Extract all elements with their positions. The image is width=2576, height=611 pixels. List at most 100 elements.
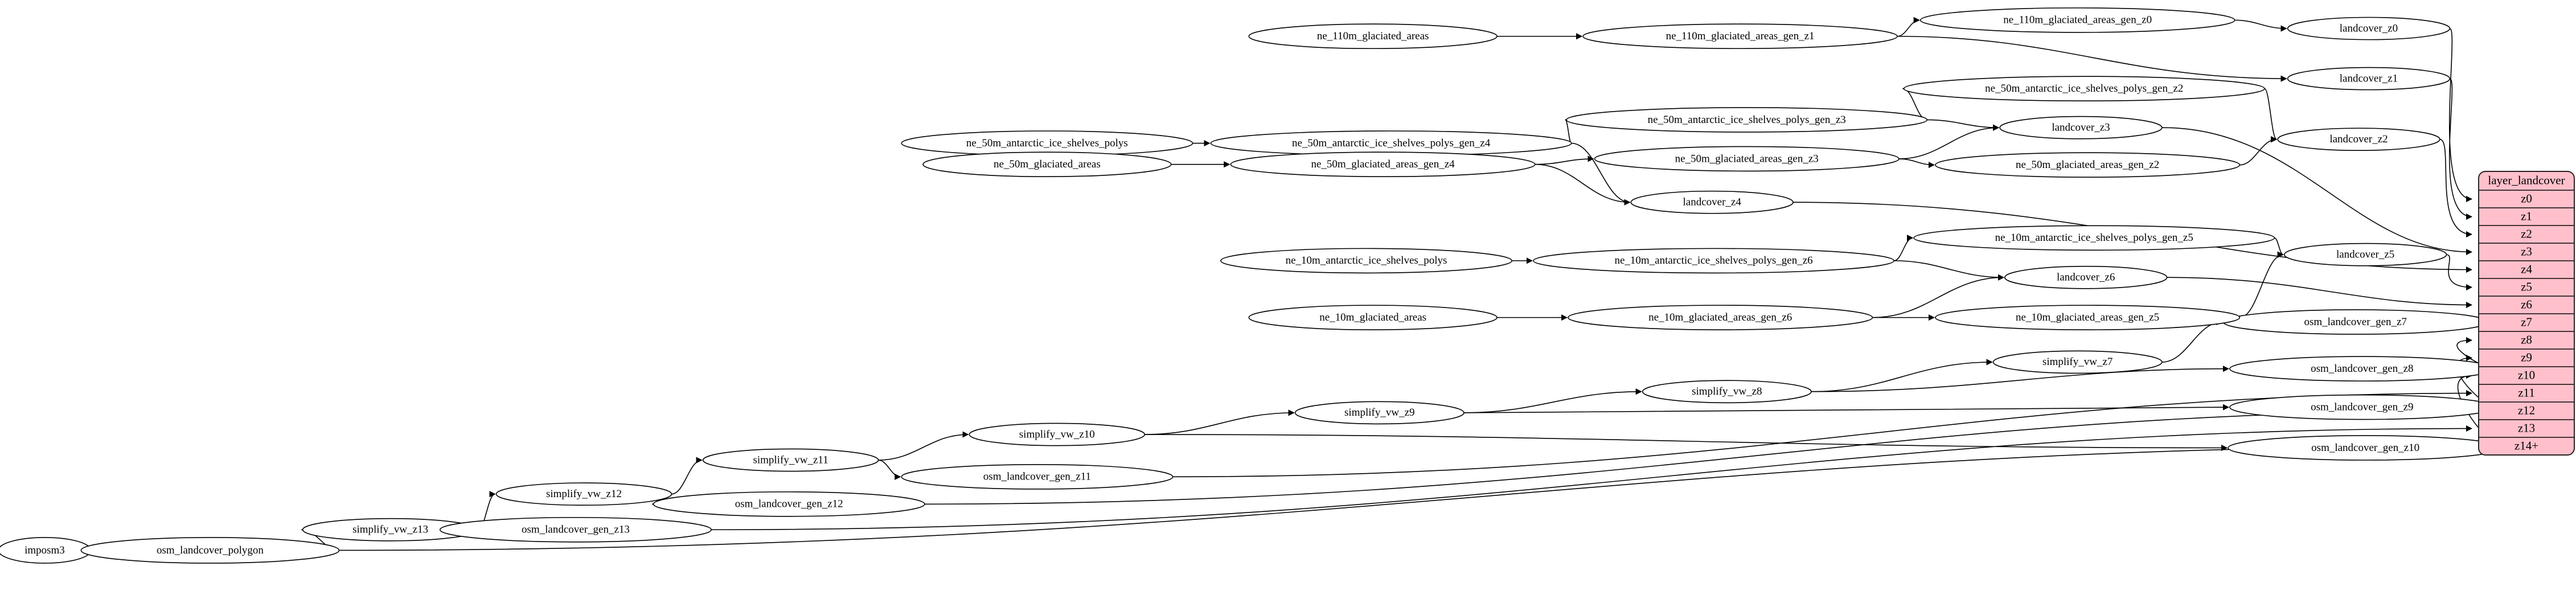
node-osm_landcover_gen_z9[interactable]: osm_landcover_gen_z9 bbox=[2229, 394, 2495, 420]
node-simplify_vw_z12[interactable]: simplify_vw_z12 bbox=[495, 482, 672, 506]
node-shape-landcover_z1 bbox=[2287, 67, 2451, 91]
edge-osm_landcover_gen_z12-to-layer-landcover-z12 bbox=[924, 407, 2473, 505]
node-shape-ne_50m_antarctic_ice_shelves_polys_gen_z2 bbox=[1903, 76, 2265, 101]
node-shape-simplify_vw_z7 bbox=[1992, 350, 2163, 374]
edge-simplify_vw_z10-to-osm-landcover-gen-z10 bbox=[1145, 434, 2228, 452]
edge-simplify_vw_z8-to-simplify-vw-z7 bbox=[1811, 359, 1993, 392]
node-shape-landcover_z5 bbox=[2284, 243, 2447, 266]
node-shape-landcover_z0 bbox=[2287, 17, 2451, 40]
node-landcover_z4[interactable]: landcover_z4 bbox=[1630, 190, 1794, 214]
node-shape-osm_landcover_gen_z9 bbox=[2229, 394, 2495, 420]
node-ne_10m_antarctic_ice_shelves_polys_gen_z5[interactable]: ne_10m_antarctic_ice_shelves_polys_gen_z… bbox=[1913, 225, 2275, 251]
edge-simplify_vw_z11-to-osm-landcover-gen-z11 bbox=[878, 460, 901, 480]
edge-ne_10m_antarctic_ice_shelves_polys_gen_z6-to-landcover-z6 bbox=[1894, 260, 2004, 281]
edge-simplify_vw_z12-to-simplify-vw-z11 bbox=[671, 457, 703, 495]
node-landcover_z6[interactable]: landcover_z6 bbox=[2004, 265, 2168, 289]
edge-osm_landcover_gen_z13-to-layer-landcover-z13 bbox=[711, 425, 2473, 531]
edge-landcover_z3-to-layer-landcover-z3 bbox=[2161, 127, 2473, 256]
edge-landcover_z6-to-layer-landcover-z6 bbox=[2167, 277, 2473, 309]
node-osm_landcover_gen_z12[interactable]: osm_landcover_gen_z12 bbox=[653, 491, 925, 517]
node-landcover_z2[interactable]: landcover_z2 bbox=[2277, 128, 2440, 151]
node-shape-osm_landcover_gen_z10 bbox=[2228, 435, 2504, 461]
node-landcover_z5[interactable]: landcover_z5 bbox=[2284, 243, 2447, 266]
edge-simplify_vw_z9-to-simplify-vw-z8 bbox=[1463, 388, 1642, 413]
edge-ne_10m_antarctic_ice_shelves_polys_gen_z6-to-ne-10m-antarctic-ice-shelves-polys-gen-z5 bbox=[1894, 235, 1914, 261]
layer-table-outline bbox=[2478, 171, 2575, 456]
node-shape-osm_landcover_gen_z8 bbox=[2229, 356, 2495, 382]
node-shape-ne_10m_glaciated_areas_gen_z5 bbox=[1935, 305, 2241, 330]
edge-ne_110m_glaciated_areas_gen_z1-to-ne-110m-glaciated-areas-gen-z0 bbox=[1897, 17, 1920, 37]
node-landcover_z1[interactable]: landcover_z1 bbox=[2287, 67, 2451, 91]
edge-landcover_z2-to-layer-landcover-z2 bbox=[2439, 138, 2473, 238]
edge-ne_10m_glaciated_areas_gen_z5-to-landcover-z5 bbox=[2239, 251, 2284, 318]
edge-ne_110m_glaciated_areas_gen_z0-to-landcover-z0 bbox=[2234, 19, 2287, 32]
node-ne_50m_glaciated_areas[interactable]: ne_50m_glaciated_areas bbox=[922, 151, 1172, 178]
node-shape-ne_50m_glaciated_areas bbox=[922, 151, 1172, 178]
edge-ne_50m_antarctic_ice_shelves_polys_gen_z4-to-landcover-z4 bbox=[1571, 142, 1631, 206]
node-ne_110m_glaciated_areas[interactable]: ne_110m_glaciated_areas bbox=[1248, 23, 1498, 50]
node-osm_landcover_gen_z11[interactable]: osm_landcover_gen_z11 bbox=[901, 464, 1174, 490]
node-shape-simplify_vw_z10 bbox=[969, 423, 1146, 446]
node-shape-osm_landcover_polygon bbox=[80, 537, 340, 564]
edge-ne_110m_glaciated_areas_gen_z1-to-landcover-z1 bbox=[1897, 35, 2287, 82]
edge-landcover_z1-to-layer-landcover-z1 bbox=[2448, 78, 2473, 220]
node-osm_landcover_gen_z8[interactable]: osm_landcover_gen_z8 bbox=[2229, 356, 2495, 382]
edge-simplify_vw_z8-to-osm-landcover-gen-z8 bbox=[1811, 366, 2230, 392]
node-osm_landcover_gen_z10[interactable]: osm_landcover_gen_z10 bbox=[2228, 435, 2504, 461]
node-simplify_vw_z11[interactable]: simplify_vw_z11 bbox=[702, 448, 879, 472]
node-imposm3[interactable]: imposm3 bbox=[0, 537, 92, 564]
node-osm_landcover_gen_z13[interactable]: osm_landcover_gen_z13 bbox=[439, 516, 712, 543]
node-shape-ne_50m_antarctic_ice_shelves_polys_gen_z3 bbox=[1566, 107, 1928, 133]
node-ne_110m_glaciated_areas_gen_z1[interactable]: ne_110m_glaciated_areas_gen_z1 bbox=[1582, 23, 1898, 50]
node-shape-osm_landcover_gen_z7 bbox=[2222, 309, 2488, 335]
edge-ne_50m_glaciated_areas_gen_z3-to-landcover-z3 bbox=[1898, 124, 2000, 159]
node-shape-ne_10m_antarctic_ice_shelves_polys_gen_z5 bbox=[1913, 225, 2275, 251]
node-simplify_vw_z7[interactable]: simplify_vw_z7 bbox=[1992, 350, 2163, 374]
node-shape-ne_10m_glaciated_areas bbox=[1248, 305, 1498, 330]
node-shape-ne_50m_glaciated_areas_gen_z3 bbox=[1594, 146, 1900, 172]
node-osm_landcover_gen_z7[interactable]: osm_landcover_gen_z7 bbox=[2222, 309, 2488, 335]
edge-osm_landcover_gen_z11-to-layer-landcover-z11 bbox=[1172, 389, 2473, 478]
node-shape-osm_landcover_gen_z12 bbox=[653, 491, 925, 517]
node-shape-landcover_z2 bbox=[2277, 128, 2440, 151]
node-ne_50m_glaciated_areas_gen_z3[interactable]: ne_50m_glaciated_areas_gen_z3 bbox=[1594, 146, 1900, 172]
node-landcover_z0[interactable]: landcover_z0 bbox=[2287, 17, 2451, 40]
node-ne_10m_antarctic_ice_shelves_polys[interactable]: ne_10m_antarctic_ice_shelves_polys bbox=[1220, 248, 1512, 274]
node-simplify_vw_z9[interactable]: simplify_vw_z9 bbox=[1294, 401, 1465, 425]
layer-table-background bbox=[2478, 171, 2575, 456]
node-osm_landcover_polygon[interactable]: osm_landcover_polygon bbox=[80, 537, 340, 564]
node-shape-simplify_vw_z9 bbox=[1294, 401, 1465, 425]
node-shape-landcover_z4 bbox=[1630, 190, 1794, 214]
node-simplify_vw_z8[interactable]: simplify_vw_z8 bbox=[1642, 380, 1812, 404]
node-ne_50m_glaciated_areas_gen_z4[interactable]: ne_50m_glaciated_areas_gen_z4 bbox=[1230, 151, 1536, 178]
node-landcover_z3[interactable]: landcover_z3 bbox=[1999, 116, 2163, 140]
node-shape-ne_110m_glaciated_areas_gen_z0 bbox=[1919, 7, 2235, 33]
node-shape-ne_110m_glaciated_areas_gen_z1 bbox=[1582, 23, 1898, 50]
edge-ne_50m_glaciated_areas_gen_z2-to-landcover-z2 bbox=[2239, 136, 2278, 166]
node-ne_50m_glaciated_areas_gen_z2[interactable]: ne_50m_glaciated_areas_gen_z2 bbox=[1935, 152, 2241, 178]
node-shape-landcover_z3 bbox=[1999, 116, 2163, 140]
edge-ne_50m_antarctic_ice_shelves_polys_gen_z3-to-landcover-z3 bbox=[1927, 119, 2000, 131]
node-shape-simplify_vw_z11 bbox=[702, 448, 879, 472]
node-ne_110m_glaciated_areas_gen_z0[interactable]: ne_110m_glaciated_areas_gen_z0 bbox=[1919, 7, 2235, 33]
node-shape-osm_landcover_gen_z13 bbox=[439, 516, 712, 543]
edge-ne_10m_glaciated_areas_gen_z6-to-landcover-z6 bbox=[1872, 274, 2004, 318]
node-shape-simplify_vw_z8 bbox=[1642, 380, 1812, 404]
node-ne_50m_antarctic_ice_shelves_polys_gen_z2[interactable]: ne_50m_antarctic_ice_shelves_polys_gen_z… bbox=[1903, 76, 2265, 101]
node-shape-osm_landcover_gen_z11 bbox=[901, 464, 1174, 490]
node-shape-imposm3 bbox=[0, 537, 92, 564]
node-shape-ne_50m_glaciated_areas_gen_z4 bbox=[1230, 151, 1536, 178]
node-ne_50m_antarctic_ice_shelves_polys_gen_z3[interactable]: ne_50m_antarctic_ice_shelves_polys_gen_z… bbox=[1566, 107, 1928, 133]
node-ne_10m_antarctic_ice_shelves_polys_gen_z6[interactable]: ne_10m_antarctic_ice_shelves_polys_gen_z… bbox=[1533, 248, 1895, 274]
node-ne_10m_glaciated_areas_gen_z6[interactable]: ne_10m_glaciated_areas_gen_z6 bbox=[1568, 305, 1873, 330]
edge-ne_50m_antarctic_ice_shelves_polys_gen_z2-to-landcover-z2 bbox=[2264, 88, 2278, 143]
node-simplify_vw_z10[interactable]: simplify_vw_z10 bbox=[969, 423, 1146, 446]
edge-ne_50m_glaciated_areas_gen_z4-to-landcover-z4 bbox=[1535, 163, 1631, 206]
node-ne_10m_glaciated_areas[interactable]: ne_10m_glaciated_areas bbox=[1248, 305, 1498, 330]
node-shape-ne_50m_glaciated_areas_gen_z2 bbox=[1935, 152, 2241, 178]
edge-ne_10m_antarctic_ice_shelves_polys_gen_z5-to-landcover-z5 bbox=[2274, 237, 2284, 258]
node-ne_10m_glaciated_areas_gen_z5[interactable]: ne_10m_glaciated_areas_gen_z5 bbox=[1935, 305, 2241, 330]
